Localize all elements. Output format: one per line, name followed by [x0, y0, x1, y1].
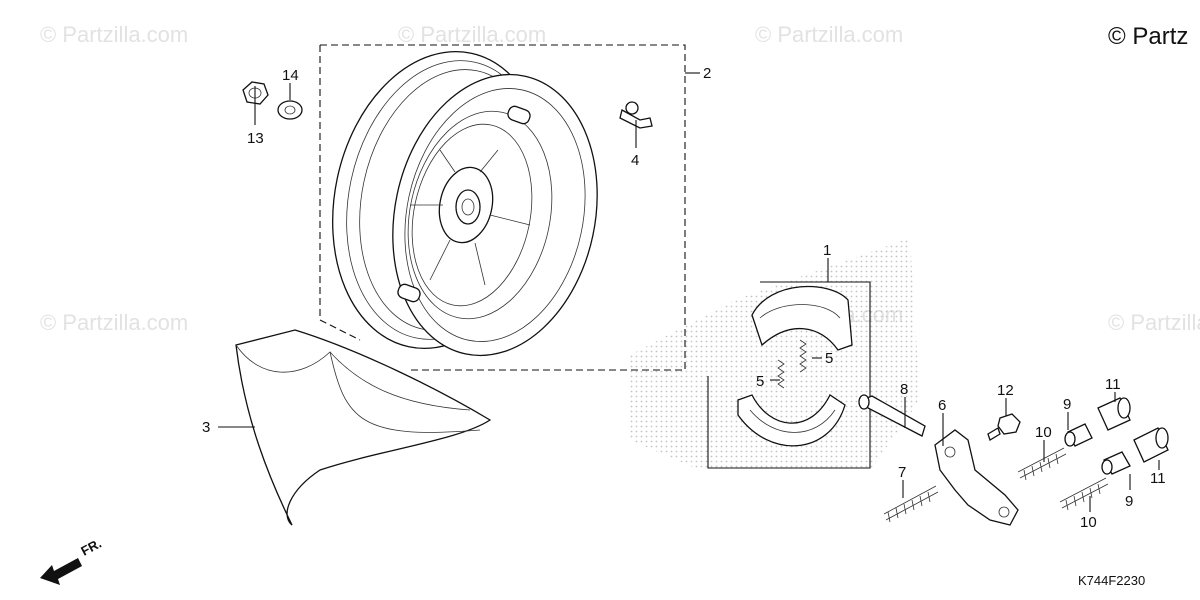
callout-5: 5 [825, 350, 833, 367]
callout-9: 9 [1125, 493, 1133, 510]
callout-12: 12 [997, 382, 1014, 399]
callout-7: 7 [898, 464, 906, 481]
callout-10: 10 [1080, 514, 1097, 531]
watermark-text: © Partzilla.com [398, 22, 546, 47]
front-arrow-label: FR. [78, 536, 104, 559]
wheel-box-left [319, 45, 361, 341]
collar-9-upper[interactable] [1064, 423, 1093, 447]
bolt[interactable] [987, 413, 1021, 441]
watermark-text: © Partzilla.com [1108, 310, 1200, 335]
callout-11: 11 [1105, 376, 1121, 393]
callout-14: 14 [282, 67, 299, 84]
shoe-spring[interactable] [777, 339, 807, 389]
cap-11-upper[interactable] [1097, 397, 1131, 431]
callout-3: 3 [202, 419, 210, 436]
callout-9: 9 [1063, 396, 1071, 413]
brake-shoe-lower[interactable] [737, 394, 846, 447]
watermark-text: © Partzilla.com [40, 22, 188, 47]
callout-2: 2 [703, 65, 711, 82]
callout-5: 5 [756, 373, 764, 390]
callout-8: 8 [900, 381, 908, 398]
brake-arm[interactable] [934, 429, 1019, 526]
diagram-code: K744F2230 [1078, 573, 1145, 588]
spring-10-upper[interactable] [1017, 447, 1067, 481]
rear-wheel[interactable] [306, 31, 622, 374]
collar-9-lower[interactable] [1101, 451, 1131, 475]
arrow-front-icon: FR. [40, 536, 104, 585]
valve-stem[interactable] [619, 101, 653, 129]
spring-10-lower[interactable] [1059, 477, 1109, 511]
callout-10: 10 [1035, 424, 1052, 441]
callout-6: 6 [938, 397, 946, 414]
anchor-pin[interactable] [858, 394, 926, 437]
callout-13: 13 [247, 130, 264, 147]
washer[interactable] [277, 100, 303, 120]
shading-region [630, 238, 920, 470]
watermark-layer: © Partzilla.com © Partzilla.com © Partzi… [40, 22, 1200, 335]
mudguard[interactable] [235, 329, 492, 526]
callout-11: 11 [1150, 470, 1166, 487]
wheel-box [320, 44, 686, 371]
watermark-text: © Partzilla.com [755, 22, 903, 47]
callout-1: 1 [823, 242, 831, 259]
callout-labels: 13 14 2 4 3 1 5 5 8 6 7 12 10 9 11 9 11 … [202, 65, 1166, 531]
watermark-text: © Partzilla.com [40, 310, 188, 335]
callout-4: 4 [631, 152, 639, 169]
brand-corner: © Partz [1108, 23, 1188, 50]
brake-shoe-upper[interactable] [751, 285, 853, 351]
cap-11-lower[interactable] [1133, 427, 1169, 463]
return-spring-7[interactable] [883, 485, 939, 523]
shoe-box [707, 281, 871, 469]
leader-lines [218, 72, 1160, 512]
